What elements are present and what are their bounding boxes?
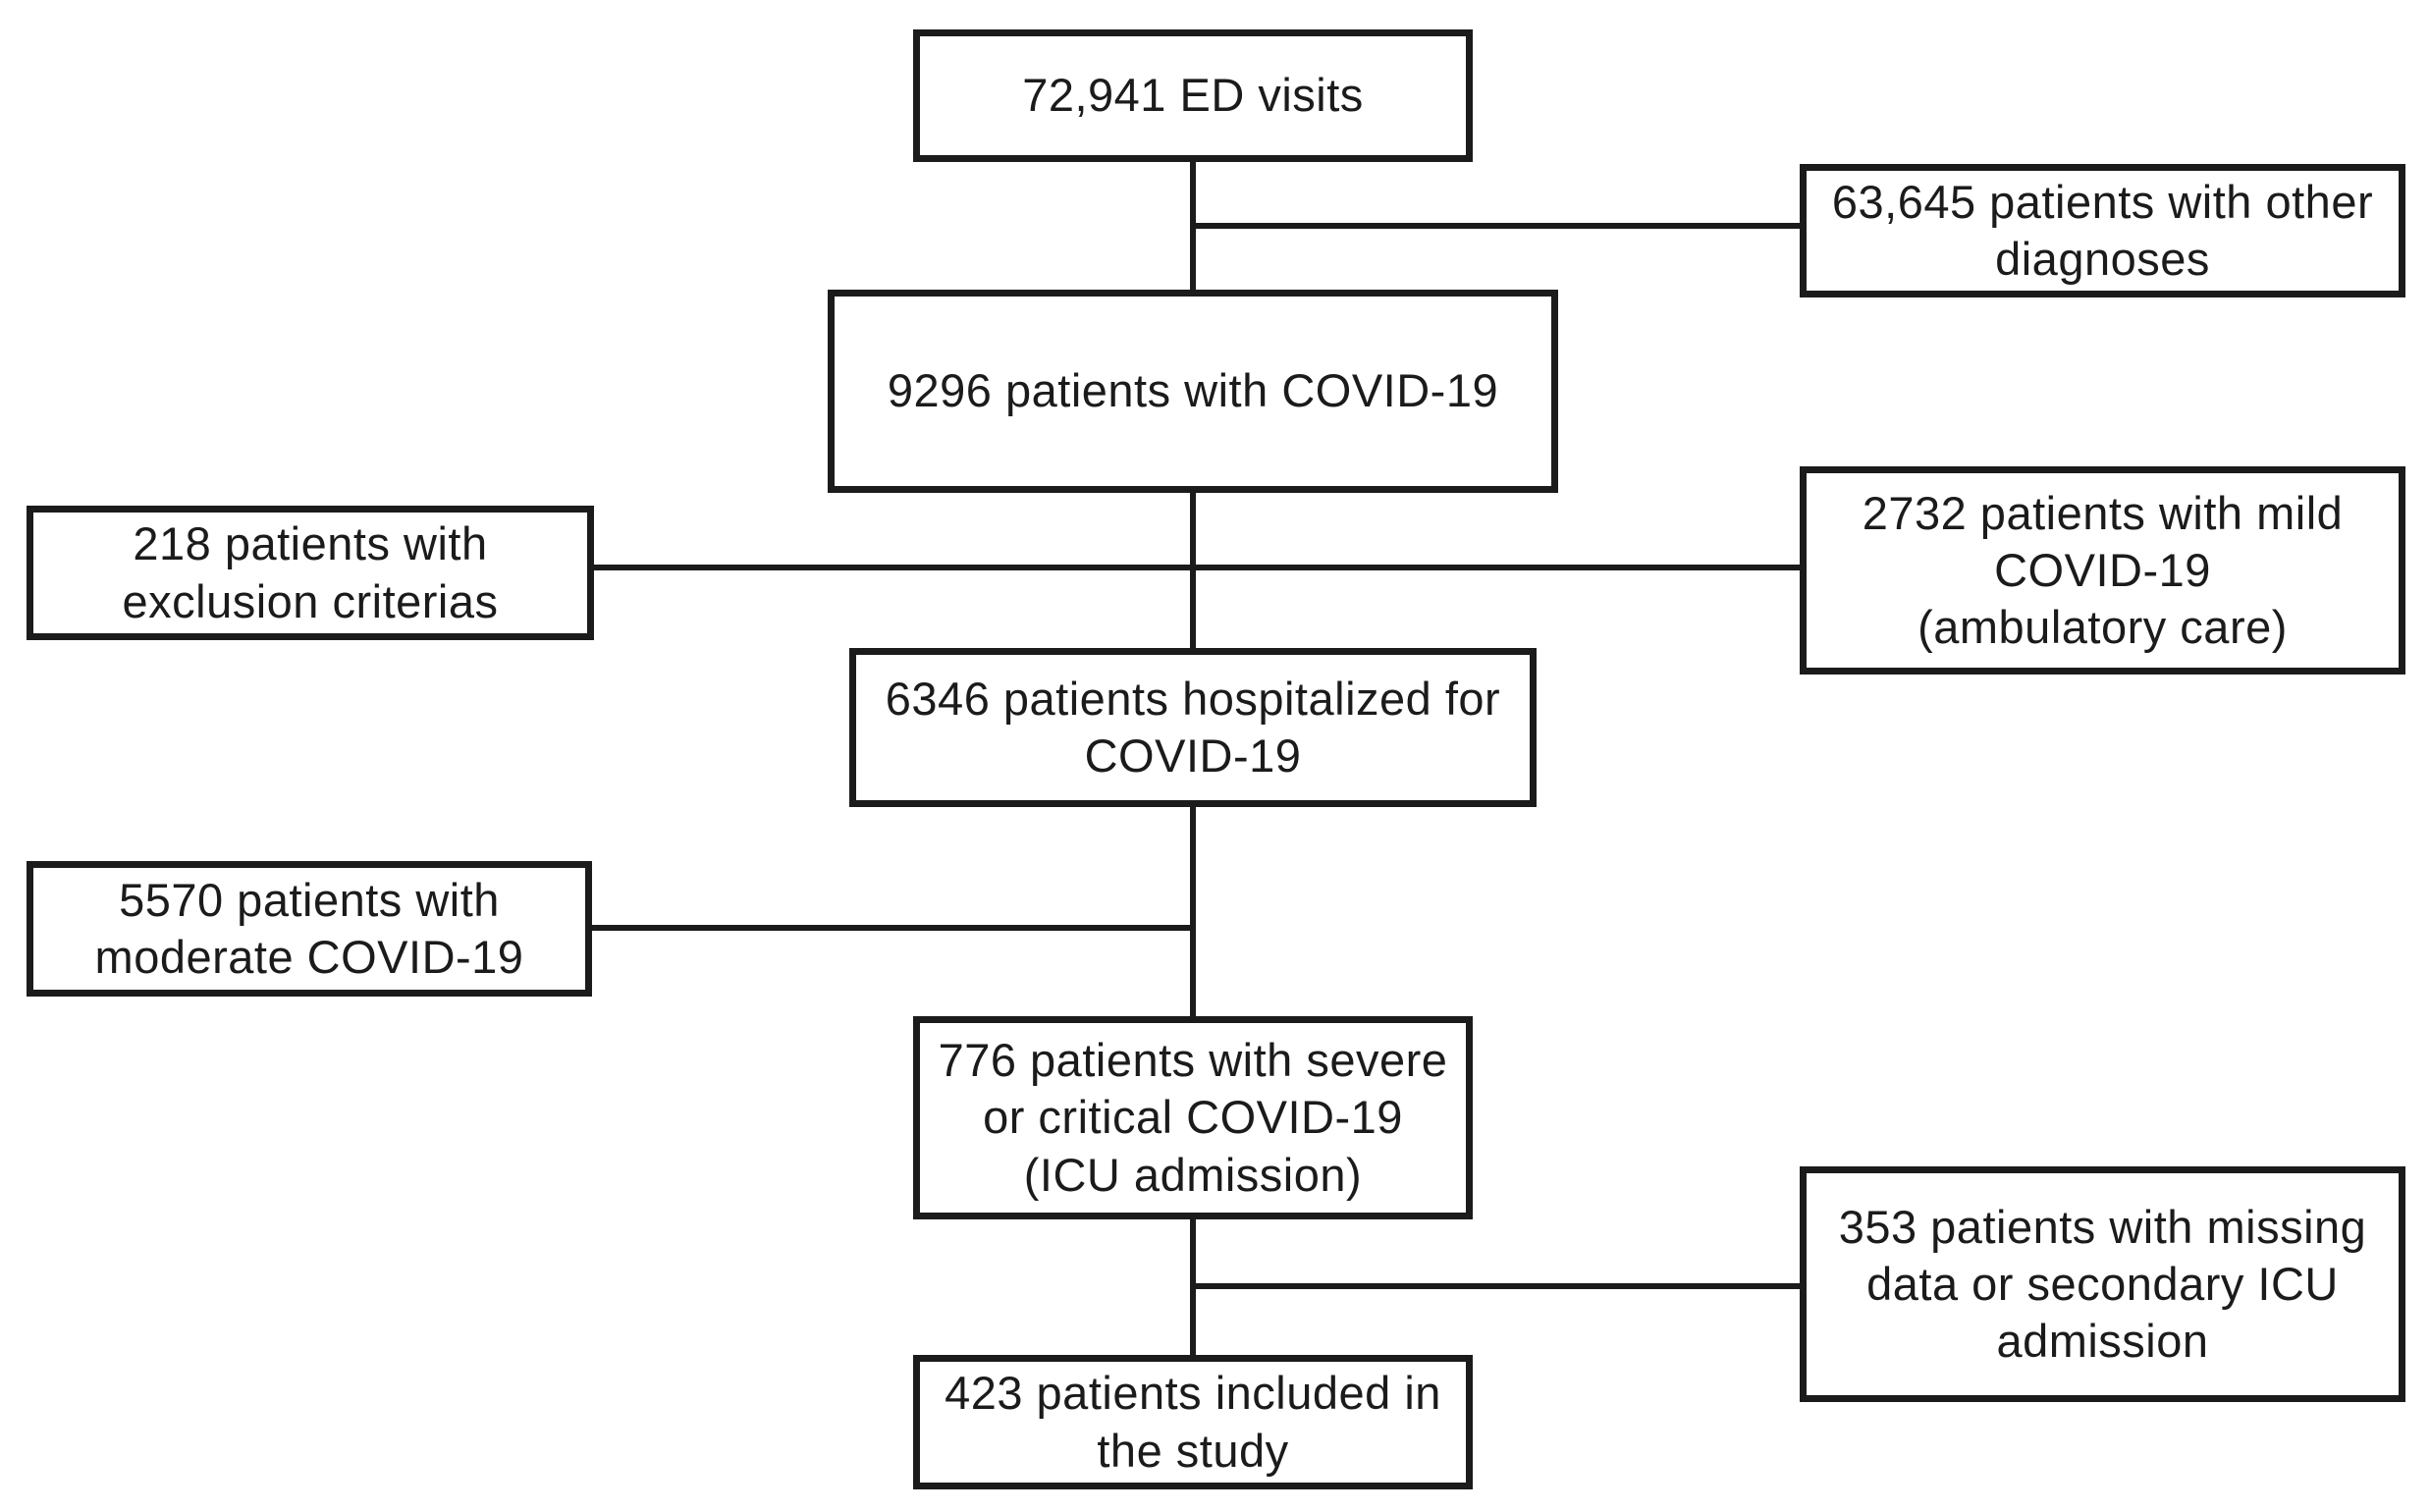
node-other-diagnoses: 63,645 patients with other diagnoses (1800, 164, 2405, 297)
node-hospitalized: 6346 patients hospitalized for COVID-19 (849, 648, 1537, 807)
node-missing-data-label: 353 patients with missing data or second… (1838, 1200, 2367, 1368)
node-missing-data: 353 patients with missing data or second… (1800, 1166, 2405, 1402)
node-ed-visits-label: 72,941 ED visits (1022, 69, 1364, 122)
node-included-in-study: 423 patients included in the study (913, 1355, 1473, 1489)
node-covid-patients: 9296 patients with COVID-19 (828, 290, 1558, 493)
node-exclusion-criteria: 218 patients with exclusion criterias (27, 506, 594, 640)
node-other-diagnoses-label: 63,645 patients with other diagnoses (1831, 175, 2374, 285)
node-severe-critical-covid: 776 patients with severe or critical COV… (913, 1016, 1473, 1219)
node-included-in-study-label: 423 patients included in the study (945, 1367, 1441, 1477)
connector-branch-other-diagnoses (1193, 223, 1800, 229)
connector-branch-exclusion-and-mild (594, 565, 1800, 570)
connector-covid-to-hospitalized (1190, 493, 1196, 648)
node-mild-covid: 2732 patients with mild COVID-19 (ambula… (1800, 466, 2405, 675)
node-severe-critical-covid-label: 776 patients with severe or critical COV… (938, 1034, 1448, 1201)
connector-branch-moderate (592, 925, 1193, 931)
node-mild-covid-label: 2732 patients with mild COVID-19 (ambula… (1862, 486, 2344, 654)
node-ed-visits: 72,941 ED visits (913, 29, 1473, 162)
node-hospitalized-label: 6346 patients hospitalized for COVID-19 (885, 672, 1501, 782)
node-covid-patients-label: 9296 patients with COVID-19 (887, 364, 1499, 417)
node-moderate-covid-label: 5570 patients with moderate COVID-19 (94, 873, 524, 983)
node-moderate-covid: 5570 patients with moderate COVID-19 (27, 861, 592, 997)
connector-branch-missing (1193, 1283, 1800, 1289)
connector-hospitalized-to-severe (1190, 807, 1196, 1016)
node-exclusion-criteria-label: 218 patients with exclusion criterias (122, 517, 499, 627)
